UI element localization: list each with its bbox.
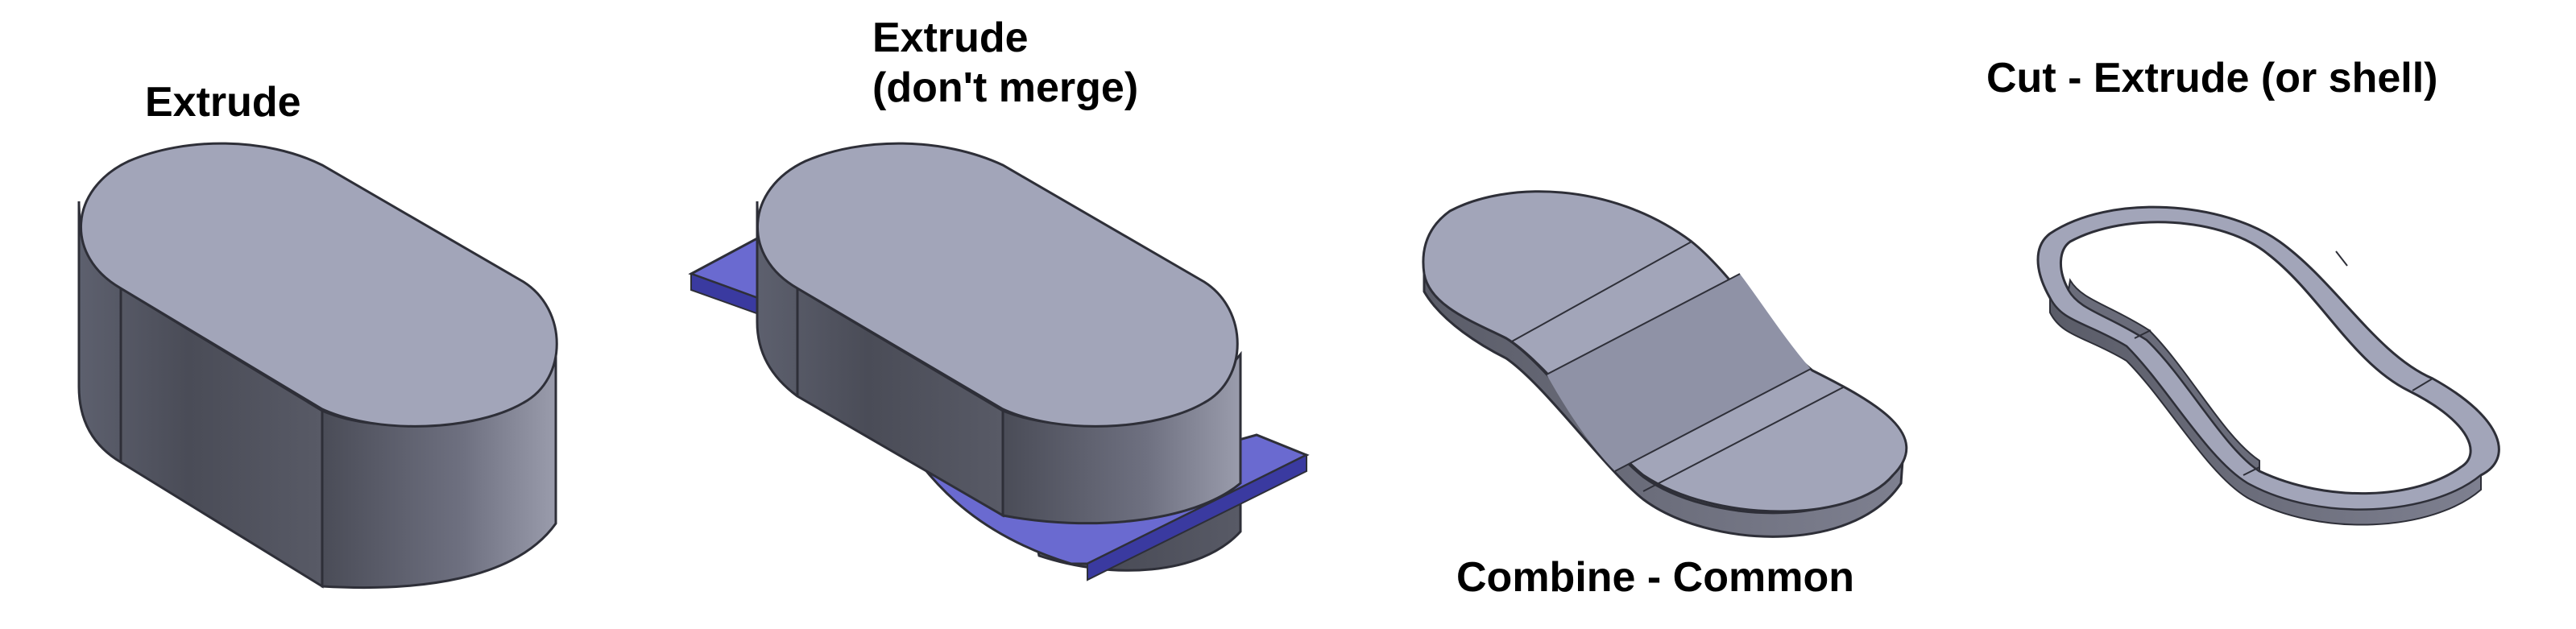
ring-inner-wall	[2067, 278, 2260, 473]
label-extrude-dont-merge-line2: (don't merge)	[872, 64, 1139, 111]
extruded-obround-solid	[77, 142, 558, 590]
solid-top-face	[756, 142, 1239, 428]
combined-common-solid	[1422, 190, 1908, 538]
solid-top-face	[80, 142, 558, 428]
solid-flat-band	[1547, 274, 1811, 471]
tangent-edge	[1614, 368, 1812, 472]
label-cut-extrude: Cut - Extrude (or shell)	[1986, 53, 2437, 103]
label-extrude: Extrude	[145, 77, 301, 127]
ring-outer-wall	[2049, 297, 2482, 526]
tangent-edge	[2243, 466, 2260, 476]
extruded-solid-with-sheet	[688, 142, 1310, 581]
label-extrude-dont-merge: Extrude (don't merge)	[872, 13, 1138, 113]
label-extrude-dont-merge-line1: Extrude	[872, 14, 1029, 61]
shelled-ring	[2036, 205, 2500, 526]
tangent-edge	[1642, 386, 1845, 492]
label-extrude-text: Extrude	[145, 79, 301, 126]
tangent-edge	[1510, 241, 1692, 343]
tangent-edge	[2335, 250, 2348, 267]
tangent-edge	[1546, 273, 1741, 375]
label-combine-common: Combine - Common	[1456, 552, 1854, 602]
tangent-edge	[2412, 378, 2433, 391]
label-cut-extrude-text: Cut - Extrude (or shell)	[1986, 55, 2438, 101]
tangent-edge	[2134, 329, 2151, 339]
sheet-plate-edge-front	[1087, 453, 1307, 581]
label-combine-common-text: Combine - Common	[1456, 554, 1854, 601]
